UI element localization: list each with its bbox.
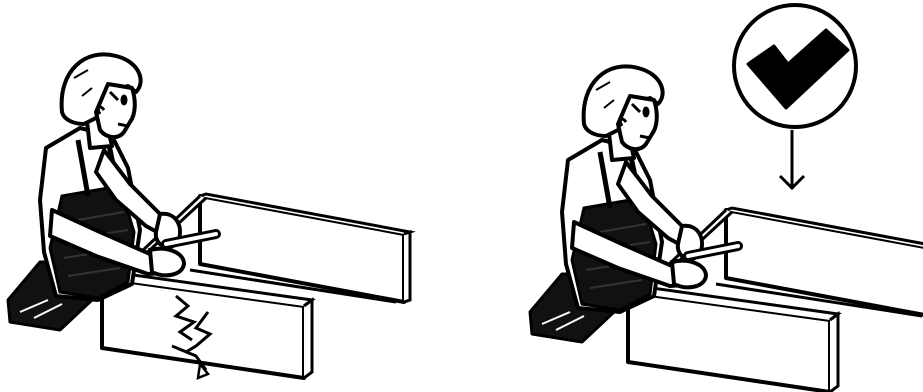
panel-incorrect [0,0,440,392]
illustration-incorrect [0,0,440,392]
illustration-correct [470,0,923,392]
checkmark-icon [734,5,856,127]
panel-correct [470,0,923,392]
down-arrow-icon [780,130,804,188]
